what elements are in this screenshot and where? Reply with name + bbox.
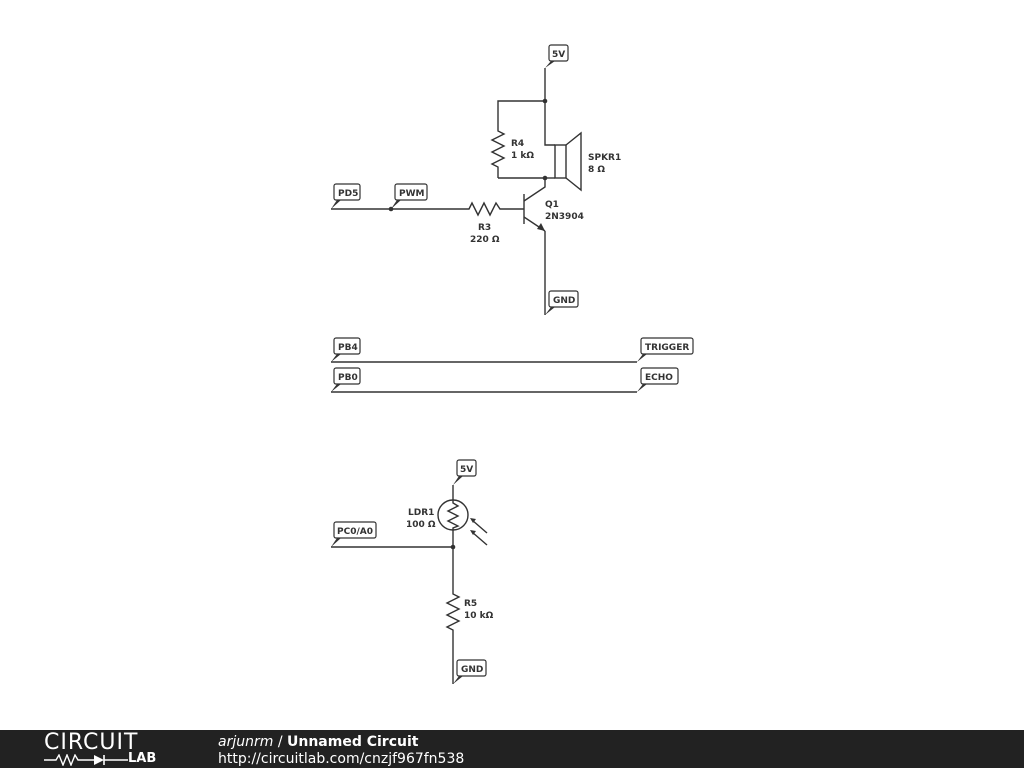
ldr-ldr1[interactable] (437, 499, 488, 546)
circuit-url[interactable]: http://circuitlab.com/cnzjf967fn538 (218, 751, 465, 767)
svg-text:5V: 5V (552, 50, 565, 60)
footer-bar: CIRCUIT LAB arjunrm / Unnamed Circuit ht… (0, 730, 1024, 768)
svg-text:5V: 5V (460, 465, 473, 475)
svg-text:ECHO: ECHO (645, 373, 673, 383)
wire-r4-top (497, 100, 545, 127)
net-flag-pc0[interactable]: PC0/A0 (331, 521, 377, 547)
logo-wordmark-top: CIRCUIT (44, 730, 139, 755)
q1-name: Q1 (545, 200, 559, 210)
net-flag-5v-top[interactable]: 5V (545, 44, 569, 68)
net-flag-pwm[interactable]: PWM (391, 183, 428, 209)
author-name[interactable]: arjunrm (218, 734, 274, 750)
svg-text:TRIGGER: TRIGGER (645, 343, 689, 353)
resistor-r4[interactable] (490, 127, 506, 178)
svg-text:GND: GND (461, 665, 483, 675)
svg-text:PD5: PD5 (338, 189, 358, 199)
title-separator: / (273, 734, 287, 750)
circuitlab-logo[interactable]: CIRCUIT LAB (44, 732, 176, 766)
net-flag-pd5[interactable]: PD5 (331, 183, 361, 209)
net-flag-gnd-bottom[interactable]: GND (453, 659, 487, 684)
spkr1-value: 8 Ω (588, 165, 605, 175)
net-flag-trigger[interactable]: TRIGGER (637, 337, 694, 362)
svg-text:PB0: PB0 (338, 373, 358, 383)
net-flag-pb0[interactable]: PB0 (331, 367, 361, 392)
resistor-r5[interactable] (445, 591, 461, 633)
r3-value: 220 Ω (470, 235, 500, 245)
svg-text:PC0/A0: PC0/A0 (337, 527, 373, 537)
footer-info: arjunrm / Unnamed Circuit http://circuit… (218, 731, 464, 767)
transistor-q1[interactable] (523, 178, 546, 232)
net-flag-pb4[interactable]: PB4 (331, 337, 361, 362)
r3-name: R3 (478, 223, 491, 233)
r5-name: R5 (464, 599, 477, 609)
svg-text:PWM: PWM (399, 189, 425, 199)
wire-speaker-top (544, 101, 555, 146)
spkr1-name: SPKR1 (588, 153, 621, 163)
circuit-title: Unnamed Circuit (287, 734, 419, 750)
ldr1-value: 100 Ω (406, 520, 436, 530)
net-flag-echo[interactable]: ECHO (637, 367, 679, 392)
r4-name: R4 (511, 139, 524, 149)
resistor-r3[interactable] (466, 201, 503, 217)
schematic-canvas: 5V R4 1 kΩ SPKR1 8 Ω Q1 2N3904 GND R3 22… (331, 44, 694, 684)
r5-value: 10 kΩ (464, 611, 494, 621)
logo-wordmark-bottom: LAB (128, 751, 157, 766)
speaker-spkr1[interactable] (554, 131, 582, 192)
svg-text:PB4: PB4 (338, 343, 358, 353)
r4-value: 1 kΩ (511, 151, 534, 161)
q1-value: 2N3904 (545, 212, 584, 222)
ldr1-name: LDR1 (408, 508, 434, 518)
svg-text:GND: GND (553, 296, 575, 306)
resistor-diode-logo-icon (44, 754, 128, 766)
net-flag-5v-bottom[interactable]: 5V (453, 459, 477, 485)
net-flag-gnd-top[interactable]: GND (545, 290, 579, 315)
